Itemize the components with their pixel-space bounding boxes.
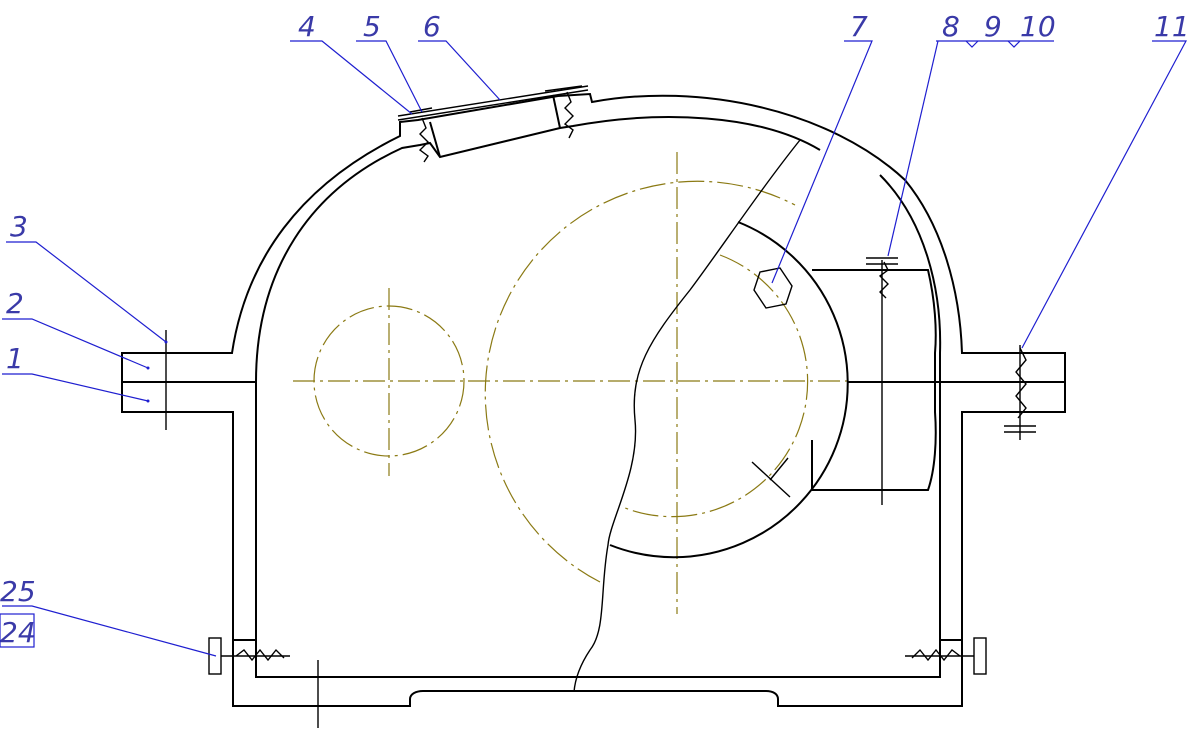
housing-inner-arc bbox=[255, 116, 821, 383]
cover-wall-left bbox=[429, 121, 441, 158]
label-2: 2 bbox=[6, 287, 24, 320]
gear-hub-circle bbox=[624, 254, 809, 518]
label-1: 1 bbox=[6, 342, 24, 375]
label-6: 6 bbox=[423, 10, 441, 43]
leader-5 bbox=[356, 40, 423, 113]
gear-body bbox=[573, 139, 849, 693]
cover-bolt-head-right bbox=[544, 85, 583, 92]
label-4: 4 bbox=[298, 10, 316, 43]
foundation-bolts bbox=[208, 637, 987, 728]
gearing bbox=[293, 152, 850, 614]
bolt-thread-8 bbox=[878, 261, 889, 299]
label-9: 9 bbox=[984, 10, 1002, 43]
inspection-cover bbox=[397, 85, 589, 163]
housing-outer-contour bbox=[121, 92, 1066, 707]
cover-bolt-thread-right bbox=[563, 91, 574, 139]
leader-7 bbox=[771, 40, 873, 284]
label-10: 10 bbox=[1020, 10, 1056, 43]
oil-indicator-nut bbox=[753, 267, 793, 309]
label-8: 8 bbox=[942, 10, 960, 43]
cover-bolt-thread-left bbox=[418, 117, 429, 163]
gear-pitch-circle bbox=[484, 180, 796, 583]
label-5: 5 bbox=[363, 10, 381, 43]
cover-plate-bottom bbox=[397, 89, 589, 121]
callout-labels: 1 2 3 4 5 6 7 8 9 10 11 24 25 bbox=[0, 10, 1190, 649]
shaft-thread bbox=[1015, 347, 1027, 419]
leader-4 bbox=[290, 40, 413, 115]
gear-mark-2 bbox=[769, 457, 789, 481]
output-shaft bbox=[811, 257, 1036, 505]
cover-plate-top bbox=[397, 85, 589, 117]
label-7: 7 bbox=[850, 10, 868, 43]
label-25: 25 bbox=[0, 575, 36, 608]
leader-lines bbox=[0, 40, 1188, 657]
leader-3 bbox=[6, 241, 167, 343]
leader-10-tick bbox=[1007, 40, 1021, 48]
label-11: 11 bbox=[1154, 10, 1190, 43]
left-flange bbox=[146, 330, 168, 430]
section-break-line bbox=[573, 139, 801, 693]
leader-25 bbox=[2, 605, 217, 657]
label-3: 3 bbox=[10, 210, 28, 243]
bearing-cap bbox=[811, 269, 937, 491]
gear-wheel-contour bbox=[609, 221, 849, 559]
leader-1 bbox=[2, 373, 149, 402]
label-24: 24 bbox=[0, 616, 36, 649]
housing-right-inner-wall bbox=[879, 174, 942, 412]
foundation-thread-left bbox=[235, 648, 285, 662]
foundation-bolt-head-right bbox=[973, 637, 987, 675]
cover-wall-right bbox=[552, 94, 561, 129]
leader-6 bbox=[418, 40, 501, 101]
housing bbox=[121, 92, 1066, 707]
leader-2 bbox=[2, 318, 149, 369]
leader-11 bbox=[1021, 40, 1188, 349]
leader-9-tick bbox=[965, 40, 979, 48]
label-box-24 bbox=[0, 613, 35, 648]
housing-inner-contour bbox=[122, 381, 941, 678]
foundation-thread-right bbox=[911, 648, 961, 662]
leader-8 bbox=[887, 40, 939, 257]
